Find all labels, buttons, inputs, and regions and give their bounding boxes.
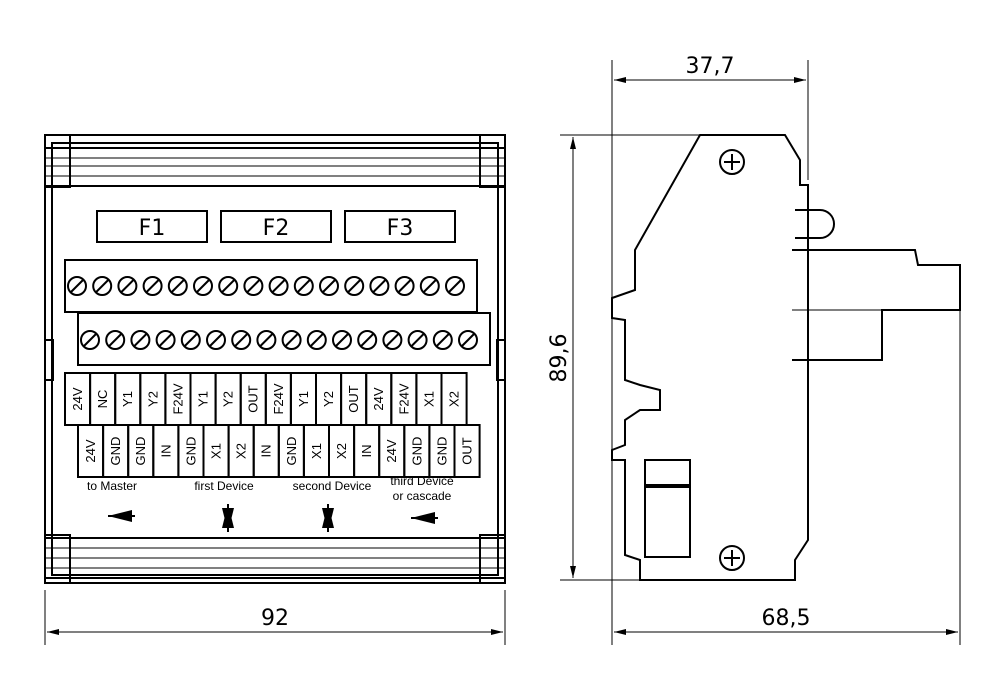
terminal-screw-icon — [432, 330, 453, 350]
terminal-label: F24V — [396, 383, 411, 414]
screw-icon — [719, 545, 745, 571]
bottom-rail — [44, 534, 506, 584]
terminal-label: OUT — [346, 385, 361, 413]
terminal-screw-icon — [281, 330, 302, 350]
fuse-f2: F2 — [220, 210, 332, 243]
label-cascade: or cascade — [393, 489, 452, 503]
terminal-screw-icon — [80, 330, 100, 350]
terminal-screw-icon — [306, 330, 327, 350]
dim-width-front: 92 — [261, 606, 289, 631]
terminal-screw-icon — [117, 276, 138, 296]
terminal-screw-icon — [344, 276, 365, 296]
terminal-screw-icon — [206, 330, 226, 350]
terminal-screw-icon — [407, 330, 428, 350]
screw-icon — [719, 149, 745, 175]
terminal-label: GND — [434, 437, 449, 466]
terminal-label: GND — [183, 437, 198, 466]
terminal-screw-icon — [180, 330, 201, 350]
terminal-screw-icon — [142, 276, 163, 296]
terminal-label: X2 — [234, 443, 249, 459]
terminal-label: IN — [158, 445, 173, 458]
terminal-label: X2 — [334, 443, 349, 459]
terminal-screw-icon — [369, 276, 390, 296]
terminal-screw-icon — [445, 276, 465, 296]
terminal-screw-icon — [130, 330, 151, 350]
terminal-screw-icon — [382, 330, 403, 350]
side-view — [611, 134, 961, 581]
terminal-label: GND — [108, 437, 123, 466]
label-second-device: second Device — [293, 479, 372, 493]
terminal-label: GND — [284, 437, 299, 466]
terminal-label: IN — [259, 445, 274, 458]
terminal-screw-icon — [357, 330, 378, 350]
terminal-screw-icon — [293, 276, 314, 296]
terminal-label: Y1 — [196, 391, 211, 407]
label-first-device: first Device — [194, 479, 254, 493]
terminal-label: Y1 — [120, 391, 135, 407]
svg-text:F2: F2 — [263, 216, 290, 241]
label-to-master: to Master — [87, 479, 137, 493]
terminal-block-bottom — [77, 312, 491, 366]
terminal-label: Y2 — [321, 391, 336, 407]
terminal-label: OUT — [246, 385, 261, 413]
terminal-screw-icon — [167, 276, 188, 296]
terminal-screw-icon — [332, 330, 352, 350]
terminal-label: OUT — [460, 437, 475, 465]
terminal-screw-icon — [193, 276, 213, 296]
terminal-label: 24V — [83, 439, 98, 462]
terminal-screw-icon — [92, 276, 113, 296]
terminal-screw-icon — [231, 330, 252, 350]
svg-text:F1: F1 — [139, 216, 166, 241]
terminal-label: F24V — [170, 383, 185, 414]
terminal-label: X2 — [447, 391, 462, 407]
fuse-f3: F3 — [344, 210, 456, 243]
dim-depth-total: 68,5 — [762, 606, 811, 631]
terminal-screw-icon — [155, 330, 176, 350]
terminal-screw-icon — [419, 276, 440, 296]
terminal-label: NC — [95, 390, 110, 409]
terminal-screw-icon — [67, 276, 87, 296]
terminal-label: X1 — [209, 443, 224, 459]
terminal-label: Y1 — [296, 391, 311, 407]
dim-depth-top: 37,7 — [686, 54, 735, 79]
svg-text:F3: F3 — [387, 216, 414, 241]
terminal-screw-icon — [243, 276, 264, 296]
terminal-screw-icon — [458, 330, 478, 350]
fuse-f1: F1 — [96, 210, 208, 243]
terminal-label: Y2 — [145, 391, 160, 407]
dim-height: 89,6 — [547, 334, 572, 383]
terminal-screw-icon — [394, 276, 415, 296]
top-rail — [44, 134, 506, 188]
terminal-cell — [453, 424, 481, 478]
terminal-label: Y2 — [221, 391, 236, 407]
terminal-label: X1 — [421, 391, 436, 407]
terminal-label: IN — [359, 445, 374, 458]
terminal-label: 24V — [384, 439, 399, 462]
terminal-label: X1 — [309, 443, 324, 459]
terminal-screw-icon — [256, 330, 277, 350]
terminal-screw-icon — [105, 330, 126, 350]
label-third-device: third Device — [390, 474, 454, 488]
dimension-lines: 92 37,7 68,5 89,6 — [44, 54, 961, 645]
terminal-screw-icon — [319, 276, 339, 296]
terminal-label: F24V — [271, 383, 286, 414]
terminal-screw-icon — [218, 276, 239, 296]
terminal-label: GND — [409, 437, 424, 466]
terminal-label: 24V — [70, 387, 85, 410]
terminal-label: 24V — [371, 387, 386, 410]
terminal-screw-icon — [268, 276, 289, 296]
terminal-label: GND — [133, 437, 148, 466]
